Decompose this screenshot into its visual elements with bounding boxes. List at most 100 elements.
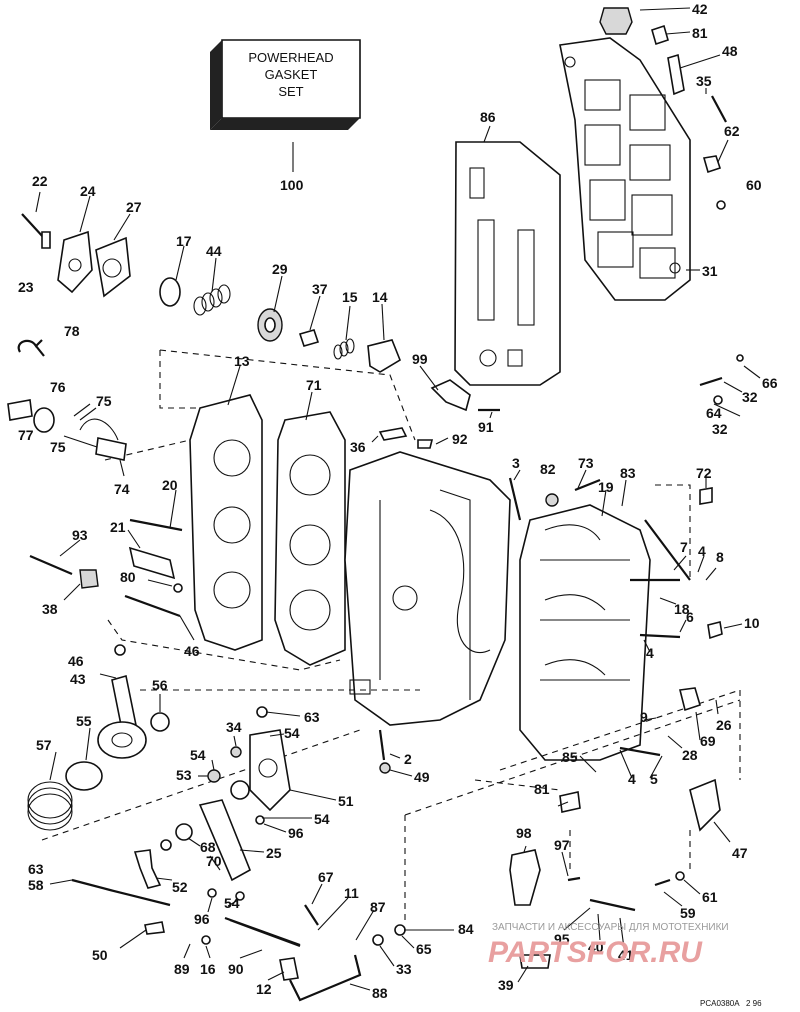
box-line-1: POWERHEAD <box>248 50 333 65</box>
part-labels: 42 81 48 35 62 60 31 86 22 24 27 17 44 2… <box>18 1 778 1001</box>
label-54: 54 <box>314 811 330 827</box>
label-46: 46 <box>68 653 84 669</box>
label-98: 98 <box>516 825 532 841</box>
label-85: 85 <box>562 749 578 765</box>
label-74: 74 <box>114 481 130 497</box>
label-56: 56 <box>152 677 168 693</box>
label-17: 17 <box>176 233 192 249</box>
label-3: 3 <box>512 455 520 471</box>
label-68: 68 <box>200 839 216 855</box>
label-27: 27 <box>126 199 142 215</box>
label-69: 69 <box>700 733 716 749</box>
label-71: 71 <box>306 377 322 393</box>
label-99: 99 <box>412 351 428 367</box>
label-67: 67 <box>318 869 334 885</box>
cylinder-head-13 <box>189 394 263 651</box>
label-15: 15 <box>342 289 358 305</box>
crankcase-half <box>519 504 651 761</box>
label-2: 2 <box>404 751 412 767</box>
label-52: 52 <box>172 879 188 895</box>
label-48: 48 <box>722 43 738 59</box>
label-10: 10 <box>744 615 760 631</box>
label-24: 24 <box>80 183 96 199</box>
top-right-hardware <box>599 7 727 210</box>
label-25: 25 <box>266 845 282 861</box>
label-90: 90 <box>228 961 244 977</box>
label-38: 38 <box>42 601 58 617</box>
label-57: 57 <box>36 737 52 753</box>
label-21: 21 <box>110 519 126 535</box>
watermark-brand: PARTSFOR.RU <box>488 936 703 969</box>
label-13: 13 <box>234 353 250 369</box>
label-41: 41 <box>618 947 634 963</box>
label-63: 63 <box>304 709 320 725</box>
label-82: 82 <box>540 461 556 477</box>
watermark: ЗАПЧАСТИ И АКСЕССУАРЫ ДЛЯ МОТОТЕХНИКИ PA… <box>488 922 729 969</box>
label-23: 23 <box>18 279 34 295</box>
label-59: 59 <box>680 905 696 921</box>
label-72: 72 <box>696 465 712 481</box>
label-50: 50 <box>92 947 108 963</box>
label-87: 87 <box>370 899 386 915</box>
label-46: 46 <box>184 643 200 659</box>
label-93: 93 <box>72 527 88 543</box>
label-60: 60 <box>746 177 762 193</box>
label-20: 20 <box>162 477 178 493</box>
label-47: 47 <box>732 845 748 861</box>
footer-code: PCA0380A <box>700 999 740 1008</box>
label-44: 44 <box>206 243 222 259</box>
label-76: 76 <box>50 379 66 395</box>
label-6: 6 <box>686 609 694 625</box>
label-73: 73 <box>578 455 594 471</box>
label-70: 70 <box>206 853 222 869</box>
label-95: 95 <box>554 931 570 947</box>
label-63: 63 <box>28 861 44 877</box>
label-55: 55 <box>76 713 92 729</box>
label-96: 96 <box>288 825 304 841</box>
label-62: 62 <box>724 123 740 139</box>
label-35: 35 <box>696 73 712 89</box>
label-54: 54 <box>190 747 206 763</box>
label-34: 34 <box>226 719 242 735</box>
label-81: 81 <box>692 25 708 41</box>
label-65: 65 <box>416 941 432 957</box>
label-22: 22 <box>32 173 48 189</box>
exhaust-cover-31 <box>559 37 691 301</box>
label-29: 29 <box>272 261 288 277</box>
cam-51-assembly <box>133 706 291 901</box>
linkage-rods <box>71 519 723 1002</box>
label-51: 51 <box>338 793 354 809</box>
label-96: 96 <box>194 911 210 927</box>
watermark-text: ЗАПЧАСТИ И АКСЕССУАРЫ ДЛЯ МОТОТЕХНИКИ <box>492 922 729 933</box>
label-32: 32 <box>712 421 728 437</box>
cylinder-block <box>344 451 511 726</box>
label-49: 49 <box>414 769 430 785</box>
label-88: 88 <box>372 985 388 1001</box>
label-4: 4 <box>698 543 706 559</box>
gasket-86 <box>454 141 561 386</box>
label-97: 97 <box>554 837 570 853</box>
label-89: 89 <box>174 961 190 977</box>
label-36: 36 <box>350 439 366 455</box>
label-80: 80 <box>120 569 136 585</box>
label-4: 4 <box>646 645 654 661</box>
label-75: 75 <box>96 393 112 409</box>
throttle-cam-group <box>27 644 170 831</box>
left-small-parts <box>7 354 744 618</box>
label-40: 40 <box>588 939 604 955</box>
footer-rev: 2 96 <box>746 999 762 1008</box>
head-gasket-71 <box>274 411 346 666</box>
label-43: 43 <box>70 671 86 687</box>
box-line-2: GASKET <box>265 67 318 82</box>
label-77: 77 <box>18 427 34 443</box>
label-5: 5 <box>650 771 658 787</box>
label-53: 53 <box>176 767 192 783</box>
label-33: 33 <box>396 961 412 977</box>
label-66: 66 <box>762 375 778 391</box>
label-91: 91 <box>478 419 494 435</box>
label-61: 61 <box>702 889 718 905</box>
label-9: 9 <box>640 709 648 725</box>
label-58: 58 <box>28 877 44 893</box>
label-18: 18 <box>674 601 690 617</box>
